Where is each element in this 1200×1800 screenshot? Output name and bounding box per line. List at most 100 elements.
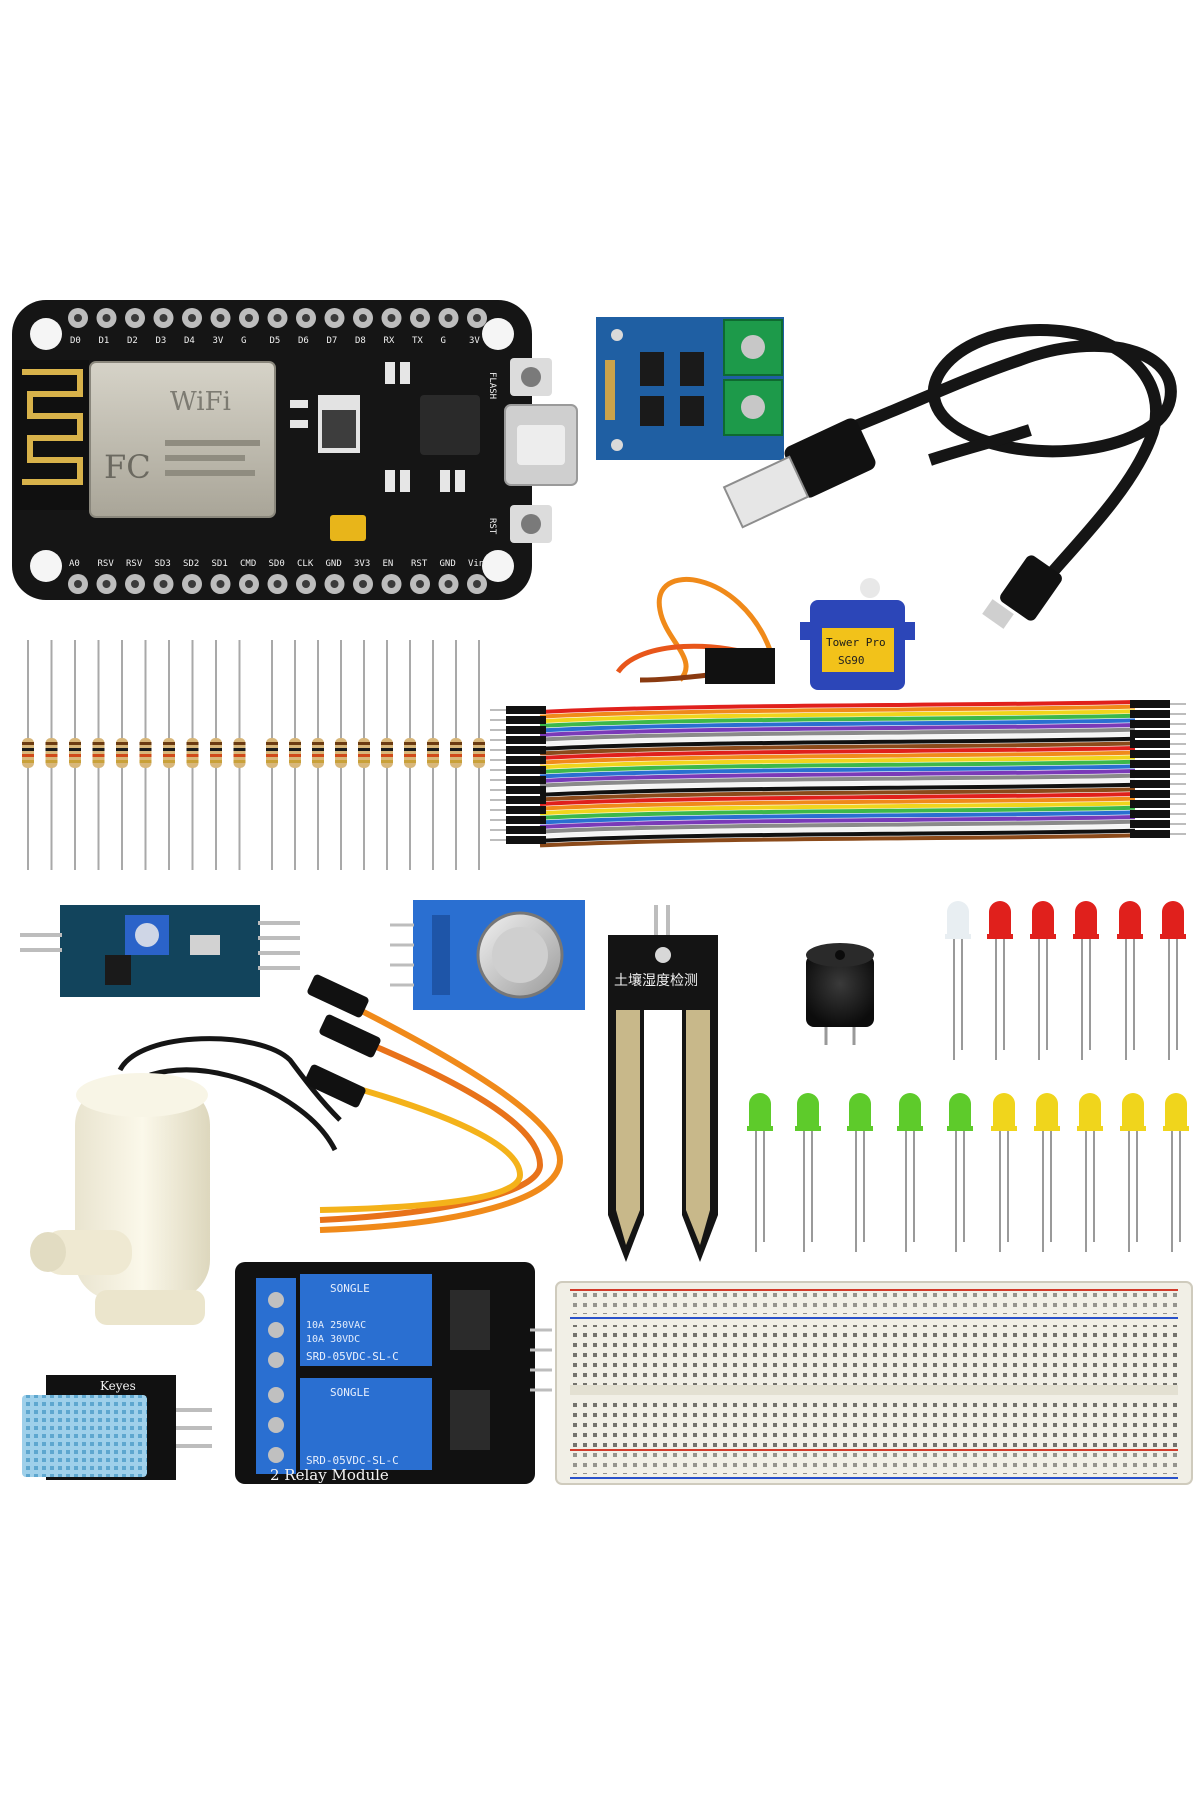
resistor [233,640,246,870]
jumper-wire [539,700,1136,714]
jumper-wire [539,759,1136,774]
pin-label-top: D3 [156,336,167,346]
led-set [747,901,1189,1252]
resistor [381,640,393,870]
jumper-wire [539,750,1136,765]
pin-label-bottom: SD1 [212,559,228,569]
jumper-wire [539,805,1136,820]
pin-label-top: 3V [213,336,224,346]
led-yellow [991,1093,1017,1252]
resistor [163,640,175,870]
dht-sensor: Keyes [22,1375,212,1480]
led-green [897,1093,923,1252]
resistor [69,640,81,870]
resistor [450,640,462,870]
wifi-logo-text: WiFi [170,387,231,417]
jumper-wire [539,704,1136,719]
servo-sg90: Tower Pro SG90 [615,577,915,690]
resistor [186,640,199,870]
jumper-wires-orange [304,974,564,1233]
relay-1-model: SRD-05VDC-SL-C [306,1350,399,1363]
pin-label-top: D6 [298,336,309,346]
resistor [116,640,128,870]
pin-label-bottom: EN [383,559,394,569]
servo-brand: Tower Pro [826,636,886,649]
pin-label-top: D4 [184,336,195,346]
resistor [473,640,485,870]
led-green [847,1093,873,1252]
pin-label-bottom: SD3 [155,559,171,569]
pin-label-bottom: SD2 [183,559,199,569]
led-red [1160,901,1186,1060]
jumper-wire [539,773,1136,788]
breadboard [555,1281,1193,1485]
resistor [210,640,222,870]
led-red [1030,901,1056,1060]
capacitor-yellow [330,515,366,541]
jumper-wire-bundle [490,700,1186,848]
pin-label-bottom: Vin [468,559,484,569]
jumper-wire [539,741,1136,756]
jumper-wire [539,764,1136,779]
pin-label-top: 3V [469,336,480,346]
jumper-wire [539,828,1136,843]
motor-driver-module [596,317,784,460]
relay-2-brand: SONGLE [330,1386,370,1399]
antenna-trace [14,360,89,510]
jumper-wire [539,718,1136,733]
pin-label-top: D0 [70,336,81,346]
pin-label-bottom: SD0 [269,559,285,569]
resistor [289,640,301,870]
jumper-wire [539,833,1136,848]
pin-label-top: D7 [327,336,338,346]
mq-gas-sensor [390,900,585,1010]
pin-label-bottom: CLK [297,559,314,569]
soil-sensor-label: 土壤湿度检测 [614,972,698,989]
jumper-wire [539,782,1136,797]
resistor [92,640,105,870]
pin-label-bottom: 3V3 [354,559,370,569]
led-green [747,1093,773,1252]
resistor [139,640,152,870]
jumper-wire [539,810,1136,825]
jumper-wire [539,819,1136,834]
pin-label-bottom: RSV [126,559,143,569]
relay-2 [300,1378,432,1470]
pin-label-top: TX [412,336,423,346]
resistor [427,640,439,870]
water-pump [30,1036,342,1325]
fc-mark-text: FC [104,448,151,486]
led-yellow [1034,1093,1060,1252]
jumper-wire [539,755,1136,770]
jumper-wire [539,727,1136,742]
rst-label: RST [487,518,497,535]
jumper-wire [539,801,1136,816]
pin-label-top: D8 [355,336,366,346]
pin-label-bottom: RSV [98,559,115,569]
sensor-module-small [20,905,300,997]
jumper-wire [539,709,1136,724]
jumper-wire [539,824,1136,839]
resistor [358,640,370,870]
pin-label-top: RX [384,336,395,346]
led-green [795,1093,821,1252]
led-red [1073,901,1099,1060]
jumper-wire [539,796,1136,811]
resistor [404,640,416,870]
jumper-wire [539,815,1136,829]
led-yellow [1163,1093,1189,1252]
led-red [987,901,1013,1060]
pin-label-top: G [441,336,446,346]
usb-uart-chip [420,395,480,455]
led-red [1117,901,1143,1060]
pin-label-top: D1 [99,336,110,346]
servo-model: SG90 [838,654,865,667]
resistor-set [22,640,485,870]
pin-label-bottom: GND [440,559,456,569]
relay-1-spec-b: 10A 30VDC [306,1334,360,1345]
soil-moisture-probe: 土壤湿度检测 [608,905,718,1262]
pin-label-top: D2 [127,336,138,346]
pin-label-bottom: RST [411,559,428,569]
relay-1-brand: SONGLE [330,1282,370,1295]
